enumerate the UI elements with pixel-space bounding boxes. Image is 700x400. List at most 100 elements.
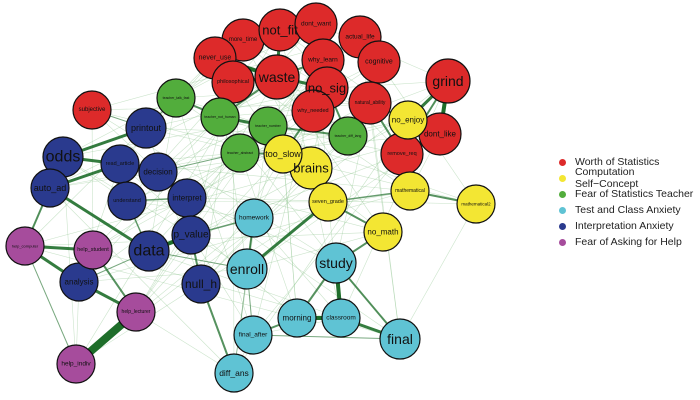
legend-item: Computation Self−Concept bbox=[556, 166, 700, 190]
node-subjective bbox=[72, 90, 112, 130]
node-label: understand bbox=[113, 198, 141, 204]
node-grind bbox=[425, 58, 471, 104]
legend-label: Fear of Statistics Teacher bbox=[575, 188, 694, 200]
node-null_h bbox=[181, 264, 221, 304]
node-label: subjective bbox=[79, 107, 106, 113]
node-label: natural_ability bbox=[355, 100, 386, 106]
node-mathematical bbox=[390, 171, 430, 211]
faint-edge bbox=[399, 203, 477, 340]
faint-edge bbox=[24, 245, 298, 319]
node-label: enroll bbox=[230, 261, 264, 277]
node-waste bbox=[254, 54, 300, 100]
node-teacher_not_human bbox=[200, 97, 240, 137]
node-label: dont_want bbox=[301, 21, 331, 28]
node-understand bbox=[107, 181, 147, 221]
legend-item: Worth of Statistics bbox=[556, 154, 700, 170]
node-label: printout bbox=[131, 123, 162, 133]
node-no_math bbox=[363, 212, 403, 252]
faint-edge bbox=[239, 152, 298, 319]
node-seven_grade bbox=[308, 182, 348, 222]
node-label: brains bbox=[293, 161, 329, 176]
node-mathematical2 bbox=[456, 184, 496, 224]
node-label: no_math bbox=[367, 228, 398, 237]
legend-item: Fear of Asking for Help bbox=[556, 234, 700, 250]
faint-edge bbox=[253, 217, 342, 319]
node-study bbox=[315, 242, 357, 284]
node-auto_ad bbox=[30, 168, 70, 208]
nodes-layer bbox=[5, 2, 496, 393]
legend-label: Interpretation Anxiety bbox=[575, 220, 674, 232]
node-classroom bbox=[321, 298, 361, 338]
legend-label: Worth of Statistics bbox=[575, 156, 660, 168]
node-help_lecturer bbox=[116, 292, 156, 332]
node-label: help_student bbox=[77, 247, 109, 253]
legend: Worth of Statistics Computation Self−Con… bbox=[556, 154, 700, 250]
faint-edge bbox=[246, 231, 384, 270]
legend-item: Fear of Statistics Teacher bbox=[556, 186, 700, 202]
node-too_slow bbox=[263, 134, 303, 174]
node-why_needed bbox=[291, 89, 335, 133]
node-label: philosophical bbox=[217, 79, 249, 85]
node-morning bbox=[277, 298, 317, 338]
faint-edge bbox=[282, 153, 298, 319]
node-label: analysis bbox=[65, 278, 94, 287]
node-label: teacher_abstract bbox=[227, 151, 253, 155]
faint-edge bbox=[175, 97, 254, 336]
node-label: no_enjoy bbox=[392, 116, 424, 125]
legend-label: Test and Class Anxiety bbox=[575, 204, 681, 216]
node-label: seven_grade bbox=[312, 199, 344, 205]
node-label: diff_ans bbox=[219, 368, 249, 378]
node-label: interpret bbox=[172, 194, 202, 203]
edge-help_computer-help_indiv bbox=[24, 245, 77, 365]
node-label: teacher_talk_fast bbox=[163, 96, 190, 100]
node-label: final_after bbox=[239, 332, 268, 339]
node-label: morning bbox=[283, 314, 312, 323]
node-label: final bbox=[387, 331, 413, 347]
node-label: remove_req bbox=[387, 151, 416, 157]
faint-edge bbox=[24, 133, 441, 247]
node-label: classroom bbox=[326, 315, 356, 322]
legend-item: Test and Class Anxiety bbox=[556, 202, 700, 218]
node-label: p_value bbox=[173, 230, 208, 241]
legend-dot-icon bbox=[559, 238, 566, 246]
node-label: no_sig bbox=[308, 81, 346, 96]
node-label: teacher_number bbox=[255, 124, 281, 128]
edge-final_after-final bbox=[252, 334, 401, 340]
node-label: null_h bbox=[185, 277, 217, 291]
node-natural_ability bbox=[348, 81, 392, 125]
node-help_indiv bbox=[56, 344, 96, 384]
node-teacher_diff_lang bbox=[328, 116, 368, 156]
node-help_student bbox=[73, 230, 113, 270]
node-label: dont_like bbox=[424, 130, 457, 139]
node-label: study bbox=[319, 255, 352, 271]
legend-dot-icon bbox=[559, 174, 566, 182]
node-homework bbox=[234, 198, 274, 238]
node-label: why_needed bbox=[296, 108, 328, 114]
faint-edge bbox=[78, 268, 248, 283]
node-printout bbox=[125, 107, 167, 149]
node-label: odds bbox=[46, 149, 81, 166]
node-cognitive bbox=[357, 40, 401, 84]
node-no_enjoy bbox=[388, 100, 428, 140]
node-label: waste bbox=[258, 69, 296, 85]
node-label: not_fit bbox=[262, 23, 298, 38]
node-label: grind bbox=[432, 73, 463, 89]
node-label: mathematical bbox=[395, 188, 425, 194]
faint-edge bbox=[126, 200, 329, 203]
legend-label: Computation Self−Concept bbox=[574, 166, 639, 190]
faint-edge bbox=[145, 127, 349, 137]
legend-dot-icon bbox=[559, 158, 566, 166]
node-decision bbox=[138, 152, 178, 192]
faint-edge bbox=[78, 190, 411, 283]
node-teacher_abstract bbox=[220, 133, 260, 173]
node-help_computer bbox=[5, 226, 45, 266]
node-label: why_learn bbox=[307, 57, 338, 64]
node-label: more_time bbox=[229, 37, 258, 43]
node-label: data bbox=[133, 243, 164, 260]
legend-dot-icon bbox=[559, 206, 566, 214]
faint-edge bbox=[190, 234, 254, 336]
node-label: teacher_diff_lang bbox=[335, 134, 362, 138]
legend-label: Fear of Asking for Help bbox=[575, 236, 682, 248]
